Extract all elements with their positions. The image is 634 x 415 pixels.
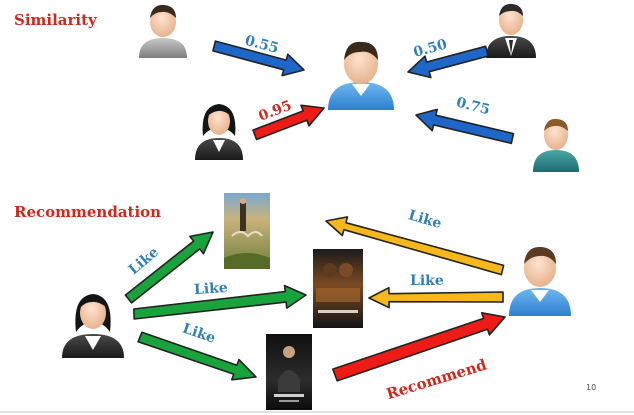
recommend-label: Recommend bbox=[384, 355, 489, 403]
like-arrow-user-to-terminator bbox=[368, 286, 504, 309]
like-label-2: Like bbox=[193, 280, 228, 298]
similarity-arrow-suit-man bbox=[407, 45, 490, 79]
like-arrow-to-kingsman bbox=[137, 331, 257, 381]
suit-man-avatar bbox=[486, 3, 536, 58]
weight-teal-man: 0.75 bbox=[455, 95, 492, 119]
movie-poster-kingsman bbox=[266, 334, 312, 410]
recommended-user-avatar bbox=[509, 246, 571, 316]
similarity-arrow-teal-man bbox=[415, 108, 515, 145]
source-woman-avatar bbox=[62, 294, 124, 358]
teal-shirt-man-avatar bbox=[533, 118, 579, 172]
recommend-arrow bbox=[331, 311, 506, 382]
similarity-arrow-grey-man bbox=[212, 40, 305, 77]
like-arrow-user-to-wild bbox=[325, 216, 505, 276]
woman-avatar bbox=[195, 104, 243, 160]
grey-shirt-man-avatar bbox=[139, 4, 187, 58]
like-label-3: Like bbox=[180, 321, 217, 347]
movie-poster-wild bbox=[224, 193, 270, 269]
like-label-4: Like bbox=[406, 207, 443, 232]
similarity-arrow-woman bbox=[252, 104, 325, 141]
like-arrow-to-wild bbox=[124, 231, 214, 304]
like-arrow-to-terminator bbox=[133, 284, 307, 320]
similarity-heading: Similarity bbox=[14, 11, 98, 29]
recommendation-heading: Recommendation bbox=[14, 203, 161, 221]
like-label-5: Like bbox=[410, 273, 444, 289]
target-user-avatar bbox=[328, 41, 394, 110]
page-number: 10 bbox=[586, 383, 596, 392]
movie-poster-terminator bbox=[313, 249, 363, 328]
